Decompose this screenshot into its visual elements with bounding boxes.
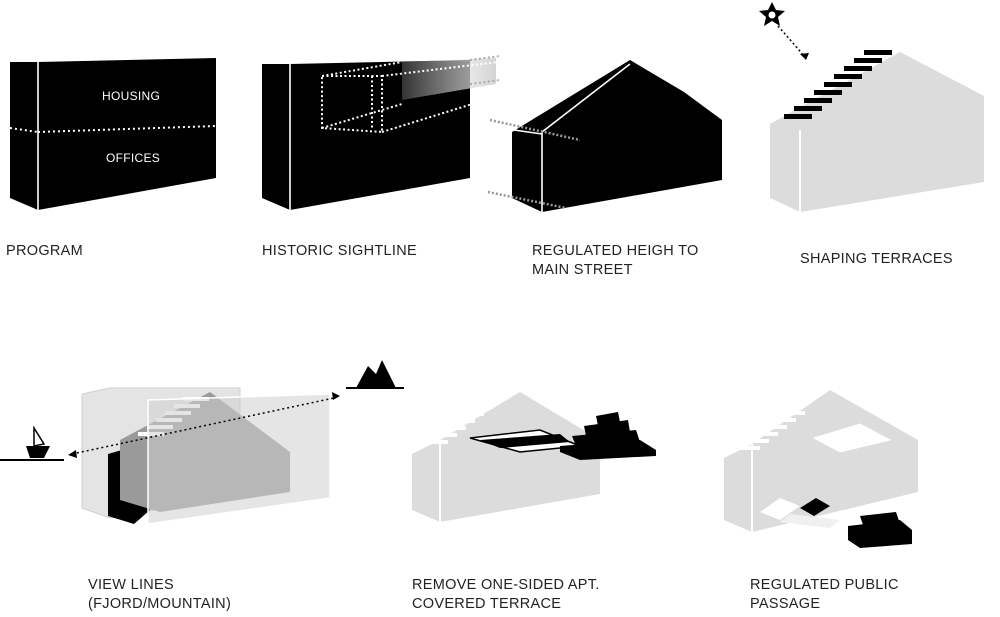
caption-line: HISTORIC SIGHTLINE [262, 243, 417, 259]
public-passage-block [724, 390, 918, 548]
caption-view-lines: VIEW LINES (FJORD/MOUNTAIN) [88, 576, 231, 614]
caption-line: PASSAGE [750, 596, 821, 612]
caption-line: REGULATED PUBLIC [750, 577, 899, 593]
viewlines-block [0, 360, 404, 525]
stair-step [804, 98, 832, 103]
stair-step [854, 58, 882, 63]
offices-label: OFFICES [106, 151, 160, 165]
caption-covered-terrace: REMOVE ONE-SIDED APT. COVERED TERRACE [412, 576, 600, 614]
sightline-block [262, 55, 501, 210]
stair-step [453, 419, 475, 423]
stair-step [794, 106, 822, 111]
caption-line: (FJORD/MOUNTAIN) [88, 596, 232, 612]
caption-line: SHAPING TERRACES [800, 251, 953, 267]
caption-line: PROGRAM [6, 243, 84, 259]
stair-step [435, 433, 457, 437]
stair-step [756, 432, 778, 436]
stair-step [426, 440, 448, 444]
caption-line: VIEW LINES [88, 577, 174, 593]
caption-line: REGULATED HEIGH TO [532, 243, 699, 259]
stair-step [844, 66, 872, 71]
terrace-block [759, 2, 984, 212]
stair-step [738, 446, 760, 450]
stair-step [834, 74, 862, 79]
covered-terrace-block [412, 392, 656, 522]
caption-line: COVERED TERRACE [412, 596, 562, 612]
mountain-icon [346, 360, 404, 389]
program-block: HOUSING OFFICES [9, 58, 217, 210]
stair-step [462, 412, 484, 416]
stair-step [824, 82, 852, 87]
caption-shaping-terraces: SHAPING TERRACES [800, 250, 953, 269]
stair-step [864, 50, 892, 55]
sailboat-icon [0, 425, 64, 461]
stair-step [444, 426, 466, 430]
caption-line: REMOVE ONE-SIDED APT. [412, 577, 600, 593]
caption-regulated-height: REGULATED HEIGH TO MAIN STREET [532, 242, 699, 280]
stair-step [747, 439, 769, 443]
caption-program: PROGRAM [6, 242, 83, 261]
stair-step [471, 405, 493, 409]
housing-label: HOUSING [102, 89, 160, 103]
stair-step [765, 425, 787, 429]
stair-step [784, 114, 812, 119]
caption-public-passage: REGULATED PUBLIC PASSAGE [750, 576, 899, 614]
stair-step [783, 411, 805, 415]
caption-historic-sightline: HISTORIC SIGHTLINE [262, 242, 417, 261]
stair-step [774, 418, 796, 422]
regulated-height-block [487, 60, 722, 212]
caption-line: MAIN STREET [532, 262, 633, 278]
sun-icon [759, 2, 809, 60]
stair-step [814, 90, 842, 95]
